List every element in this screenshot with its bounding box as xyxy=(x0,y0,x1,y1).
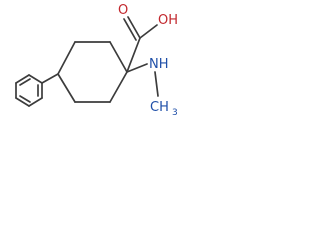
carboxyl-c-bond xyxy=(126,37,141,73)
carbonyl-oxygen-label: O xyxy=(118,3,128,18)
methyl-subscript: 3 xyxy=(172,108,178,118)
hydroxyl-bond xyxy=(139,24,158,39)
hydroxyl-label: OH xyxy=(158,13,178,28)
phenyl-bond-2 xyxy=(15,74,30,84)
methyl-label: CH xyxy=(150,100,169,115)
amine-bond xyxy=(126,63,148,73)
phenyl-bond-4 xyxy=(15,97,30,107)
carbonyl-double-bond-b xyxy=(123,18,137,41)
carboxyl-group: O OH xyxy=(118,3,178,73)
cyclohexane-bond-1 xyxy=(57,41,76,75)
phenyl-double-bond-1 xyxy=(19,78,31,86)
carbonyl-double-bond-a xyxy=(127,16,141,39)
cyclohexane-bond-3 xyxy=(109,41,128,73)
phenyl-double-bond-2 xyxy=(19,95,31,103)
cyclohexane-ring xyxy=(57,41,128,103)
methylamino-group: NH CH 3 xyxy=(126,57,178,118)
methyl-bond xyxy=(154,71,159,97)
molecule-structure: O OH NH CH 3 xyxy=(15,3,178,118)
phenyl-ring xyxy=(15,74,43,107)
phenyl-bond-5 xyxy=(28,97,43,107)
cyclohexane-bond-4 xyxy=(109,71,128,103)
phenyl-bond-1 xyxy=(28,74,43,84)
phenyl-cyclohexyl-bond xyxy=(41,73,59,84)
cyclohexane-bond-6 xyxy=(57,73,76,103)
amine-label: NH xyxy=(149,57,169,72)
